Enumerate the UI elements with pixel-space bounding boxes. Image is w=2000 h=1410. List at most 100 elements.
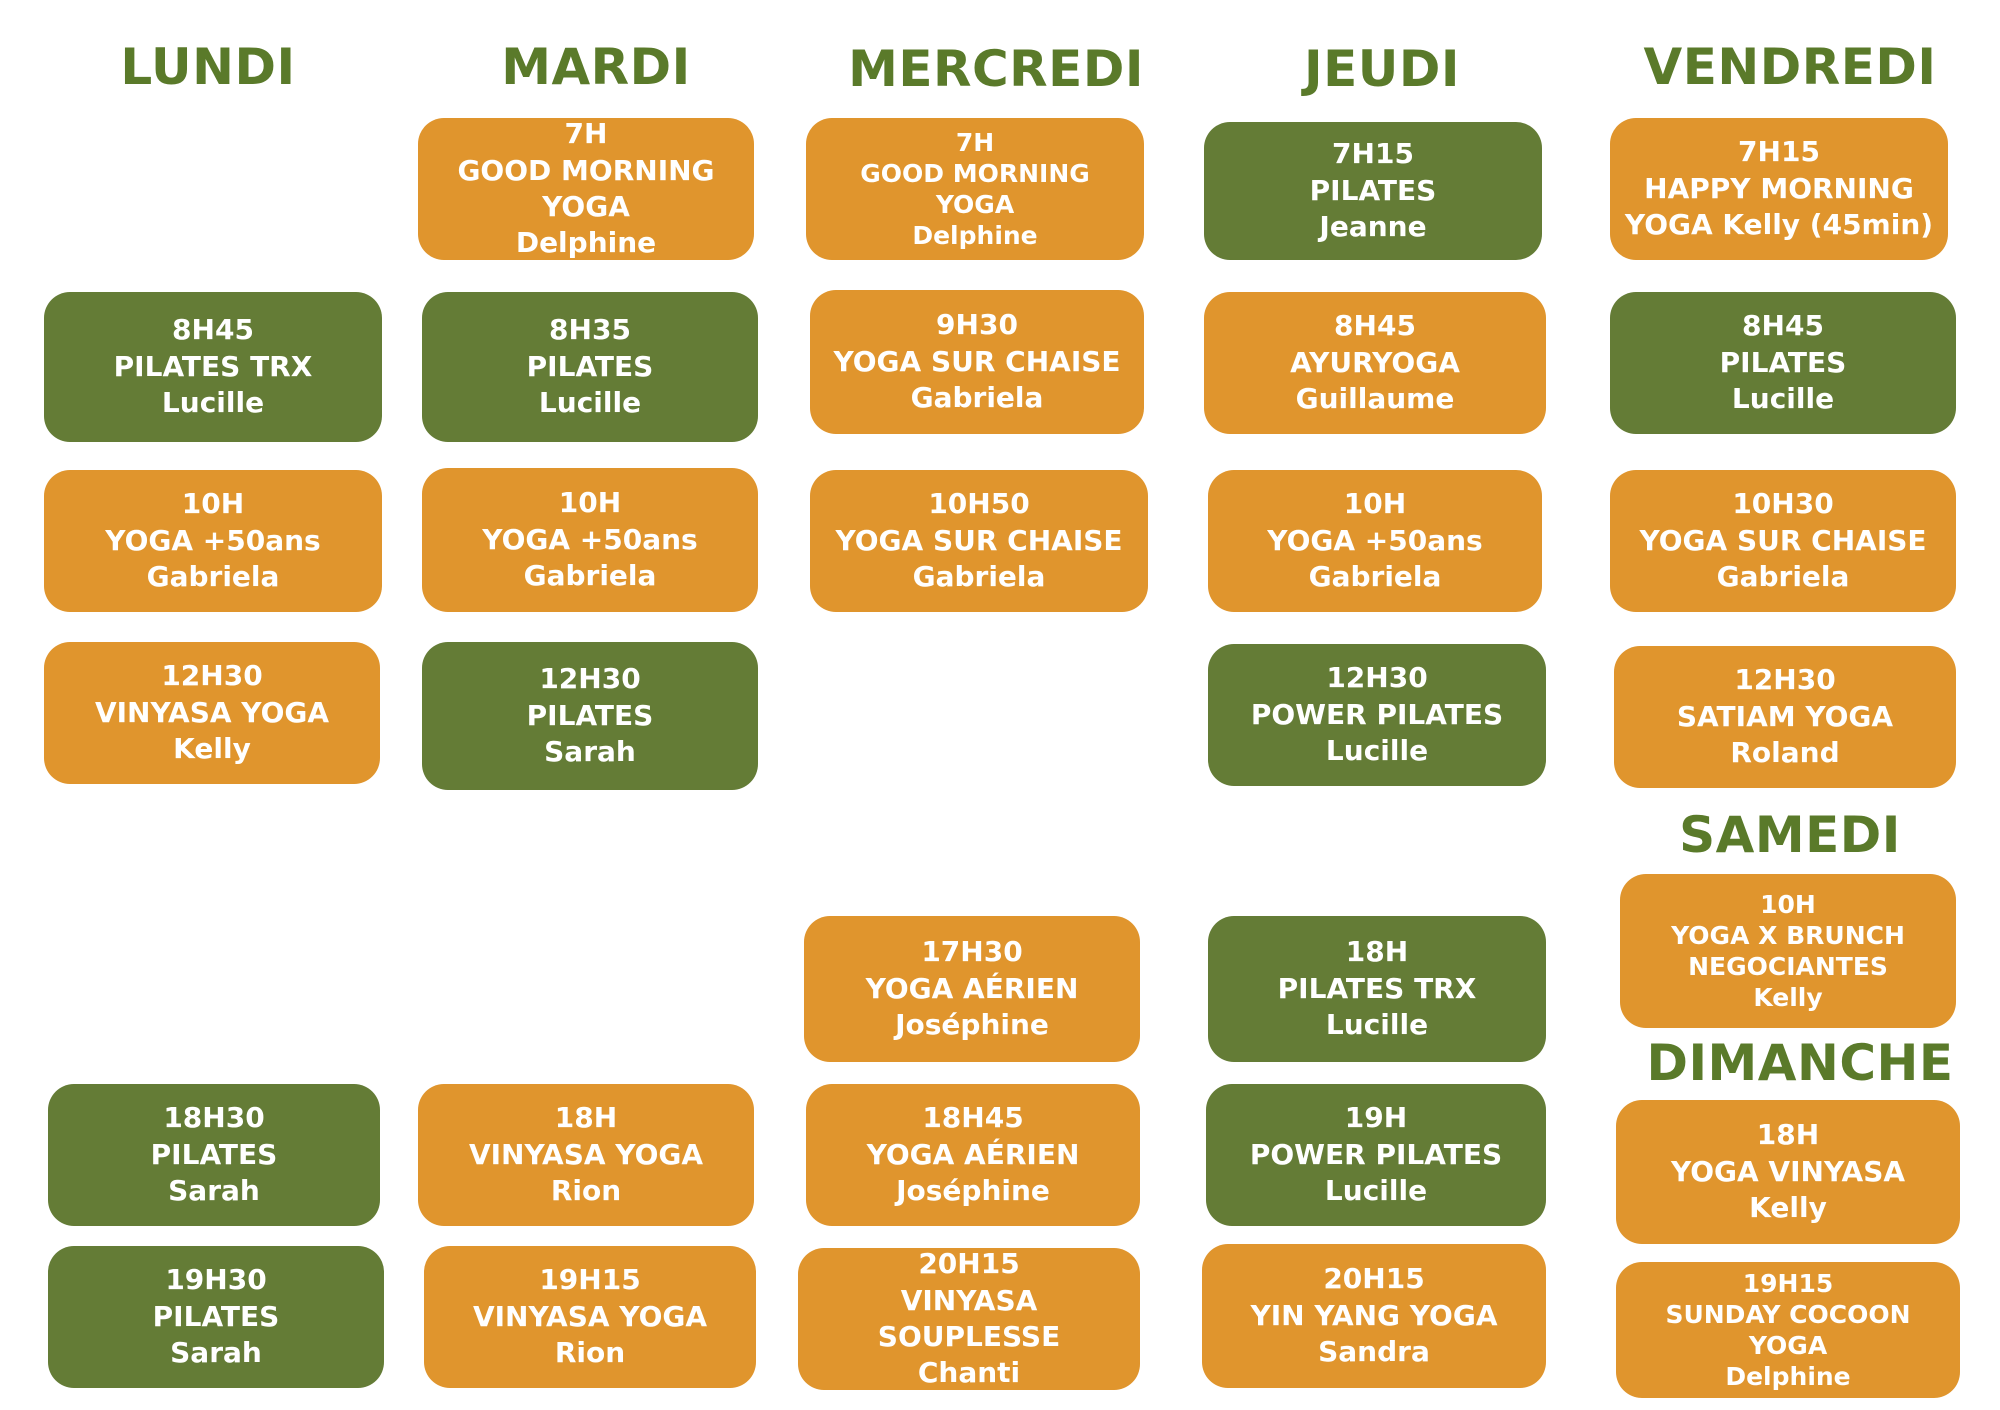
- class-card-dimanche-18h[interactable]: 18H YOGA VINYASA Kelly: [1616, 1100, 1960, 1244]
- class-teacher: Jeanne: [1319, 210, 1427, 244]
- class-time: 10H: [181, 487, 245, 521]
- class-time: 12H30: [161, 659, 263, 693]
- class-card-lundi-12h30[interactable]: 12H30 VINYASA YOGA Kelly: [44, 642, 380, 784]
- class-card-vendredi-7h15[interactable]: 7H15 HAPPY MORNING YOGA Kelly (45min): [1610, 118, 1948, 260]
- class-card-lundi-10h[interactable]: 10H YOGA +50ans Gabriela: [44, 470, 382, 612]
- class-teacher: YOGA Kelly (45min): [1624, 208, 1934, 242]
- class-time: 10H: [1760, 889, 1816, 919]
- class-card-mardi-19h15[interactable]: 19H15 VINYASA YOGA Rion: [424, 1246, 756, 1388]
- class-teacher: Gabriela: [523, 559, 657, 593]
- class-time: 18H: [1756, 1118, 1820, 1152]
- class-teacher: Kelly: [1749, 1191, 1827, 1225]
- class-card-mercredi-20h15[interactable]: 20H15 VINYASA SOUPLESSE Chanti: [798, 1247, 1140, 1390]
- class-teacher: Roland: [1730, 736, 1840, 770]
- class-card-vendredi-10h30[interactable]: 10H30 YOGA SUR CHAISE Gabriela: [1610, 470, 1956, 612]
- class-card-jeudi-7h15[interactable]: 7H15 PILATES Jeanne: [1204, 122, 1542, 260]
- class-teacher: Joséphine: [896, 1174, 1050, 1208]
- class-card-mardi-7h[interactable]: 7H GOOD MORNING YOGA Delphine: [418, 117, 754, 260]
- class-time: 7H15: [1738, 135, 1820, 169]
- class-card-mercredi-17h30[interactable]: 17H30 YOGA AÉRIEN Joséphine: [804, 916, 1140, 1062]
- class-teacher: Lucille: [1325, 734, 1429, 768]
- class-card-lundi-18h30[interactable]: 18H30 PILATES Sarah: [48, 1084, 380, 1226]
- class-name-line-2: YOGA: [935, 190, 1015, 219]
- class-card-dimanche-19h15[interactable]: 19H15 SUNDAY COCOON YOGA Delphine: [1616, 1262, 1960, 1398]
- class-card-lundi-19h30[interactable]: 19H30 PILATES Sarah: [48, 1246, 384, 1388]
- class-teacher: Chanti: [917, 1356, 1021, 1390]
- class-teacher: Gabriela: [912, 560, 1046, 594]
- class-time: 19H15: [539, 1263, 641, 1297]
- class-name: YOGA +50ans: [482, 522, 698, 556]
- class-time: 12H30: [539, 662, 641, 696]
- class-card-vendredi-8h45[interactable]: 8H45 PILATES Lucille: [1610, 292, 1956, 434]
- class-time: 12H30: [1734, 663, 1836, 697]
- class-name: YOGA SUR CHAISE: [833, 344, 1121, 378]
- class-teacher: Sarah: [170, 1336, 262, 1370]
- class-card-jeudi-20h15[interactable]: 20H15 YIN YANG YOGA Sandra: [1202, 1244, 1546, 1388]
- class-teacher: Guillaume: [1295, 382, 1455, 416]
- class-teacher: Delphine: [1725, 1362, 1851, 1392]
- class-card-samedi-10h[interactable]: 10H YOGA X BRUNCH NEGOCIANTES Kelly: [1620, 874, 1956, 1028]
- class-teacher: Kelly: [1753, 983, 1823, 1013]
- day-header-dimanche: DIMANCHE: [1646, 1034, 1954, 1092]
- class-name: VINYASA YOGA: [472, 1299, 708, 1333]
- class-teacher: Sarah: [168, 1174, 260, 1208]
- class-name: YOGA +50ans: [105, 523, 321, 557]
- class-name: YOGA +50ans: [1267, 523, 1483, 557]
- class-time: 10H50: [928, 487, 1030, 521]
- class-name: PILATES: [526, 698, 654, 732]
- class-name-line-1: GOOD MORNING: [860, 158, 1090, 188]
- class-time: 8H45: [1334, 309, 1416, 343]
- class-card-vendredi-12h30[interactable]: 12H30 SATIAM YOGA Roland: [1614, 646, 1956, 788]
- class-card-mardi-10h[interactable]: 10H YOGA +50ans Gabriela: [422, 468, 758, 612]
- class-time: 19H30: [165, 1263, 267, 1297]
- class-time: 20H15: [918, 1247, 1020, 1281]
- class-teacher: Sandra: [1318, 1335, 1430, 1369]
- class-card-mercredi-7h[interactable]: 7H GOOD MORNING YOGA Delphine: [806, 118, 1144, 260]
- class-teacher: Lucille: [538, 386, 642, 420]
- class-time: 10H: [1343, 487, 1407, 521]
- class-card-lundi-8h45[interactable]: 8H45 PILATES TRX Lucille: [44, 292, 382, 442]
- class-time: 8H45: [1742, 309, 1824, 343]
- class-name: YOGA VINYASA: [1670, 1154, 1906, 1188]
- class-card-mercredi-9h30[interactable]: 9H30 YOGA SUR CHAISE Gabriela: [810, 290, 1144, 434]
- class-card-mercredi-10h50[interactable]: 10H50 YOGA SUR CHAISE Gabriela: [810, 470, 1148, 612]
- day-header-jeudi: JEUDI: [1304, 40, 1460, 98]
- class-teacher: Rion: [554, 1336, 626, 1370]
- class-teacher: Lucille: [161, 386, 265, 420]
- class-card-jeudi-18h[interactable]: 18H PILATES TRX Lucille: [1208, 916, 1546, 1062]
- class-name-line-1: SUNDAY COCOON: [1665, 1299, 1911, 1329]
- class-card-jeudi-8h45[interactable]: 8H45 AYURYOGA Guillaume: [1204, 292, 1546, 434]
- class-teacher: Sarah: [544, 735, 636, 769]
- class-card-mardi-18h[interactable]: 18H VINYASA YOGA Rion: [418, 1084, 754, 1226]
- class-time: 18H: [1345, 935, 1409, 969]
- class-name: YOGA SUR CHAISE: [1639, 523, 1927, 557]
- class-name: PILATES: [150, 1137, 278, 1171]
- class-card-jeudi-10h[interactable]: 10H YOGA +50ans Gabriela: [1208, 470, 1542, 612]
- class-teacher: Lucille: [1324, 1174, 1428, 1208]
- class-card-mardi-8h35[interactable]: 8H35 PILATES Lucille: [422, 292, 758, 442]
- class-time: 7H: [564, 117, 608, 151]
- day-header-mardi: MARDI: [501, 38, 691, 96]
- class-teacher: Kelly: [173, 732, 251, 766]
- class-time: 12H30: [1326, 661, 1428, 695]
- class-teacher: Lucille: [1325, 1008, 1429, 1042]
- class-teacher: Gabriela: [146, 560, 280, 594]
- class-name: PILATES TRX: [1277, 971, 1477, 1005]
- class-name: VINYASA YOGA: [468, 1137, 704, 1171]
- class-time: 10H: [558, 486, 622, 520]
- class-time: 8H45: [172, 313, 254, 347]
- class-time: 18H30: [163, 1101, 265, 1135]
- class-time: 20H15: [1323, 1262, 1425, 1296]
- class-card-mardi-12h30[interactable]: 12H30 PILATES Sarah: [422, 642, 758, 790]
- class-name: PILATES TRX: [113, 349, 313, 383]
- class-card-jeudi-12h30[interactable]: 12H30 POWER PILATES Lucille: [1208, 644, 1546, 786]
- class-card-mercredi-18h45[interactable]: 18H45 YOGA AÉRIEN Joséphine: [806, 1084, 1140, 1226]
- class-name-line-2: YOGA: [1748, 1331, 1828, 1360]
- day-header-lundi: LUNDI: [120, 38, 296, 96]
- class-teacher: Delphine: [912, 221, 1038, 251]
- class-time: 7H: [955, 127, 995, 157]
- class-card-jeudi-19h[interactable]: 19H POWER PILATES Lucille: [1206, 1084, 1546, 1226]
- class-time: 19H15: [1742, 1268, 1834, 1298]
- class-name: VINYASA SOUPLESSE: [877, 1283, 1061, 1353]
- class-name-line-1: YOGA X BRUNCH: [1671, 920, 1905, 950]
